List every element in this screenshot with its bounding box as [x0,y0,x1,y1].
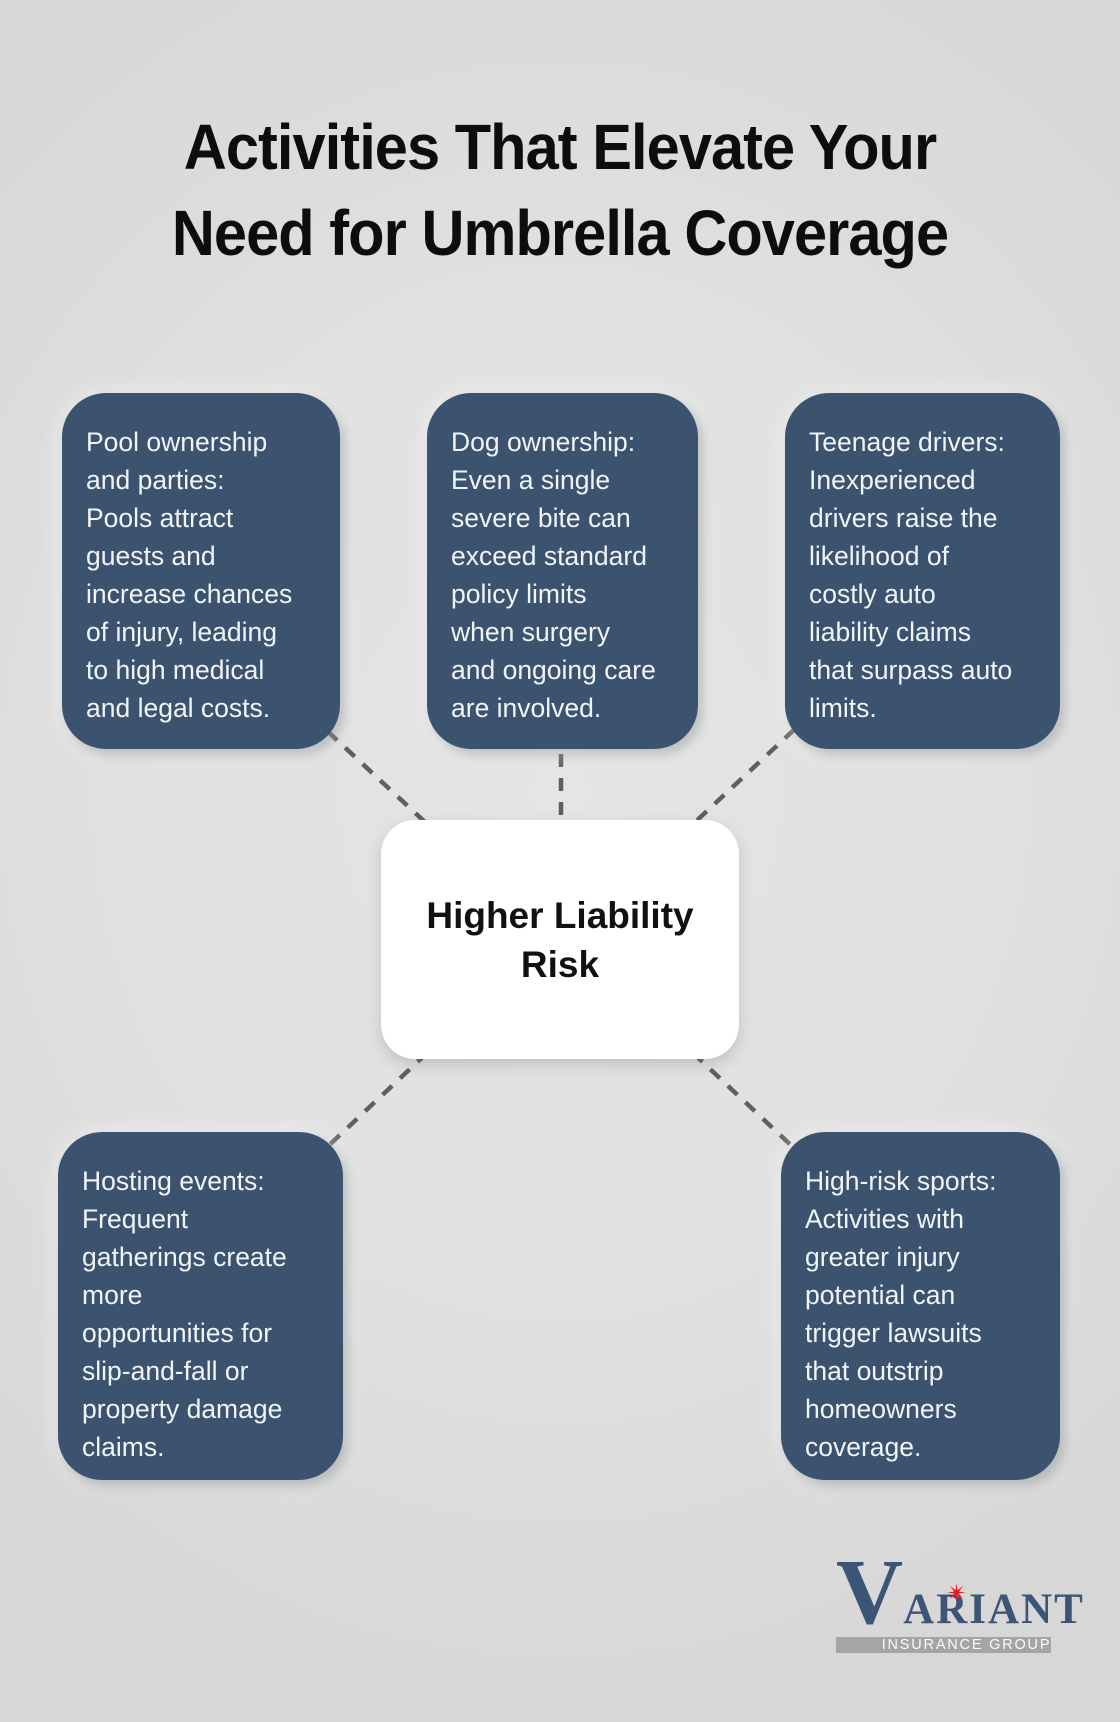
logo-initial: V [836,1541,904,1644]
page-title-line2: Need for Umbrella Coverage [171,197,949,269]
logo-brand-rest: ARIANT [903,1586,1085,1633]
center-node-higher-liability-risk: Higher Liability Risk [381,820,739,1059]
logo-tagline-bar: INSURANCE GROUP [836,1637,1051,1653]
node-hosting-events: Hosting events: Frequent gatherings crea… [58,1132,343,1480]
node-pool-ownership: Pool ownership and parties: Pools attrac… [62,393,340,749]
node-dog-ownership: Dog ownership: Even a single severe bite… [427,393,698,749]
node-teenage-drivers: Teenage drivers: Inexperienced drivers r… [785,393,1060,749]
page-title: Activities That Elevate Your Need for Um… [39,104,1081,276]
logo-tagline: INSURANCE GROUP [881,1637,1052,1653]
node-high-risk-sports: High-risk sports: Activities with greate… [781,1132,1060,1480]
page-title-line1: Activities That Elevate Your [183,111,937,183]
connector-pool [308,713,457,852]
starburst-icon [946,1582,967,1603]
